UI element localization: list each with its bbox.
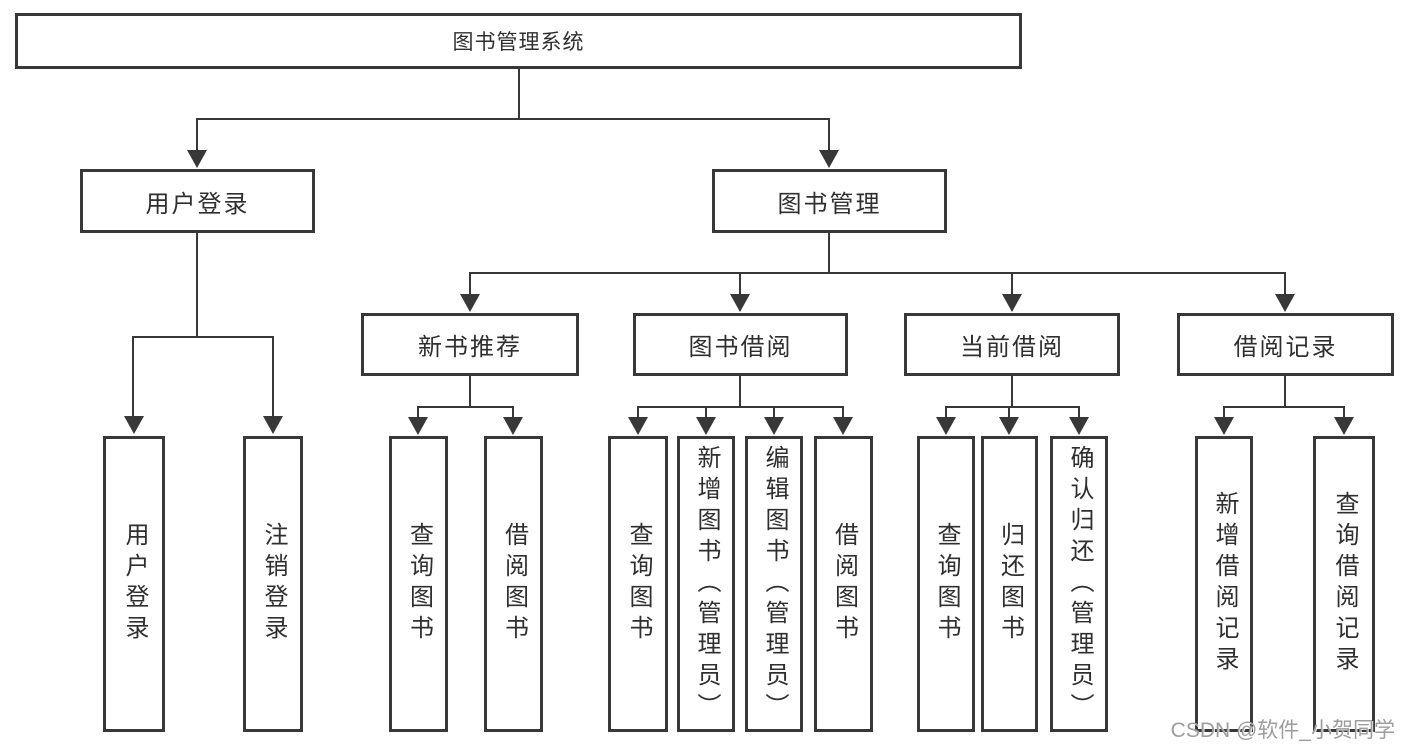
connector-line [1224, 406, 1344, 408]
connector-line [945, 406, 947, 419]
connector-line [842, 406, 844, 419]
arrow-down-icon [263, 416, 283, 434]
arrow-down-icon [1002, 294, 1022, 312]
connector-line [133, 336, 274, 338]
node-leaf-records-query-record: 查询借阅记录 [1313, 436, 1375, 732]
connector-line [828, 118, 830, 150]
watermark: CSDN @软件_小贺同学 [1170, 719, 1395, 742]
arrow-down-icon [1069, 417, 1089, 435]
node-leaf-current-return-books: 归还图书 [981, 436, 1038, 732]
node-book-borrowing: 图书借阅 [633, 313, 848, 376]
connector-line [705, 406, 707, 419]
arrow-down-icon [936, 417, 956, 435]
connector-line [1284, 272, 1286, 296]
connector-line [1343, 406, 1345, 419]
arrow-down-icon [460, 294, 480, 312]
node-leaf-borrowing-edit-books-admin: 编辑图书（管理员） [745, 436, 803, 732]
arrow-down-icon [999, 417, 1019, 435]
node-leaf-borrowing-query-books: 查询图书 [608, 436, 668, 732]
connector-line [1011, 272, 1013, 296]
arrow-down-icon [124, 416, 144, 434]
node-user-login: 用户登录 [80, 169, 315, 233]
node-leaf-newbook-borrow-books: 借阅图书 [484, 436, 543, 732]
connector-line [1284, 376, 1286, 408]
arrow-down-icon [187, 150, 207, 168]
connector-line [417, 406, 419, 419]
connector-line [132, 336, 134, 418]
arrow-down-icon [408, 417, 428, 435]
node-leaf-current-query-books: 查询图书 [917, 436, 975, 732]
arrow-down-icon [1334, 417, 1354, 435]
connector-line [946, 406, 1080, 408]
node-leaf-records-add-record: 新增借阅记录 [1195, 436, 1253, 732]
node-book-management: 图书管理 [712, 169, 947, 233]
arrow-down-icon [1214, 417, 1234, 435]
node-new-book-recommend: 新书推荐 [361, 313, 579, 376]
connector-line [196, 118, 198, 150]
connector-line [739, 376, 741, 408]
connector-line [637, 406, 639, 419]
node-borrowing-records: 借阅记录 [1177, 313, 1394, 376]
connector-line [518, 69, 520, 118]
connector-line [418, 406, 514, 408]
connector-line [638, 406, 844, 408]
arrow-down-icon [503, 417, 523, 435]
arrow-down-icon [730, 294, 750, 312]
arrow-down-icon [696, 417, 716, 435]
connector-line [773, 406, 775, 419]
node-leaf-logout: 注销登录 [243, 436, 303, 732]
node-leaf-borrowing-borrow-books: 借阅图书 [814, 436, 873, 732]
arrow-down-icon [1275, 294, 1295, 312]
arrow-down-icon [628, 417, 648, 435]
connector-line [739, 272, 741, 296]
connector-line [1011, 376, 1013, 408]
node-leaf-current-confirm-return-admin: 确认归还（管理员） [1050, 436, 1108, 732]
connector-line [469, 272, 471, 296]
connector-line [196, 233, 198, 336]
node-leaf-newbook-query-books: 查询图书 [389, 436, 448, 732]
connector-line [512, 406, 514, 419]
connector-line [469, 376, 471, 408]
connector-line [1223, 406, 1225, 419]
arrow-down-icon [833, 417, 853, 435]
arrow-down-icon [764, 417, 784, 435]
connector-line [197, 118, 829, 120]
node-leaf-user-login: 用户登录 [103, 436, 165, 732]
node-leaf-borrowing-add-books-admin: 新增图书（管理员） [677, 436, 735, 732]
connector-line [1078, 406, 1080, 419]
arrow-down-icon [819, 150, 839, 168]
node-root: 图书管理系统 [15, 13, 1022, 69]
connector-line [828, 233, 830, 274]
node-current-borrowing: 当前借阅 [904, 313, 1120, 376]
connector-line [470, 272, 1286, 274]
connector-line [272, 336, 274, 418]
connector-line [1008, 406, 1010, 419]
